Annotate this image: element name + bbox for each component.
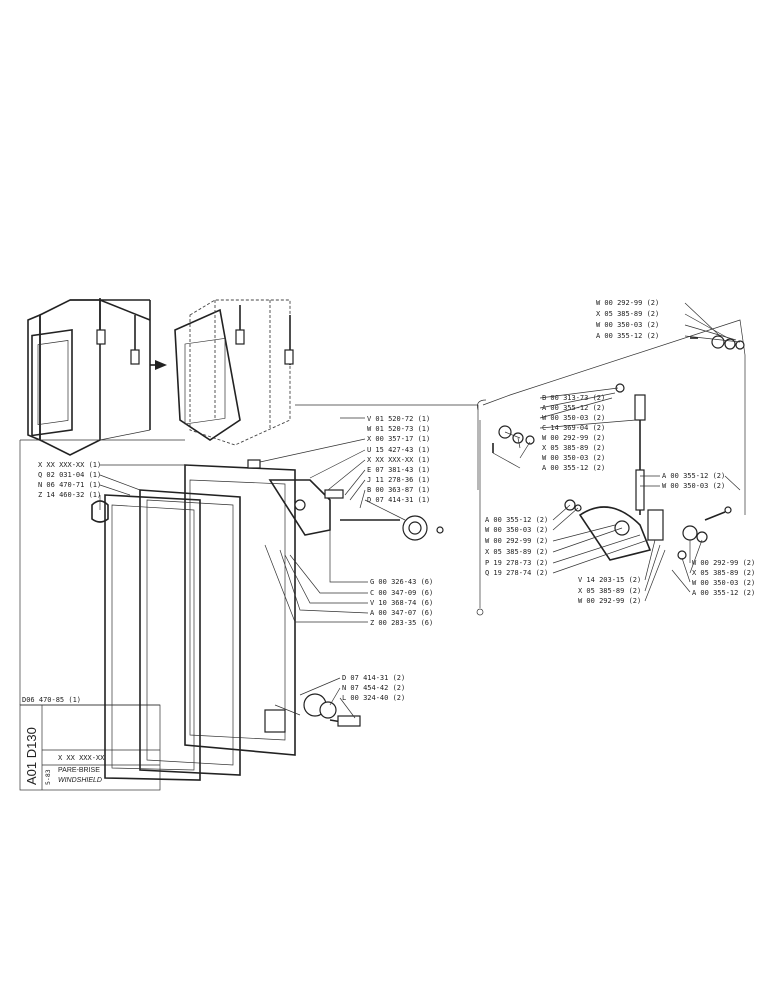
callouts-right-top: W 00 292-99 (2) X 05 385-89 (2) W 00 350… bbox=[596, 299, 659, 340]
callout-label: W 00 292-99 (2) bbox=[692, 559, 755, 567]
callout-label: W 00 350-03 (2) bbox=[485, 526, 548, 534]
callouts-right-mid: B 00 313-73 (2) A 00 355-12 (2) W 00 350… bbox=[542, 394, 605, 472]
callout-label: Q 02 031-04 (1) bbox=[38, 471, 101, 479]
callout-label: G 00 326-43 (6) bbox=[370, 578, 433, 586]
callout-label: C 14 369-04 (2) bbox=[542, 424, 605, 432]
callout-label: A 00 355-12 (2) bbox=[662, 472, 725, 480]
callout-label: D 07 414-31 (1) bbox=[367, 496, 430, 504]
callout-label: X 05 385-89 (2) bbox=[596, 310, 659, 318]
callout-label: X 05 385-89 (2) bbox=[542, 444, 605, 452]
callouts-right-lower-right: W 00 292-99 (2) X 05 385-89 (2) W 00 350… bbox=[692, 559, 755, 597]
callout-label: B 00 313-73 (2) bbox=[542, 394, 605, 402]
gas-strut bbox=[615, 383, 646, 515]
doc-number: D06 470-85 (1) bbox=[22, 696, 81, 704]
callout-label: A 00 355-12 (2) bbox=[542, 404, 605, 412]
group-code: A01 D130 bbox=[24, 727, 39, 785]
callout-label: U 15 427-43 (1) bbox=[367, 446, 430, 454]
callout-label: X 05 385-89 (2) bbox=[485, 548, 548, 556]
callout-label: X 05 385-89 (2) bbox=[578, 587, 641, 595]
callouts-right-bottom: V 14 203-15 (2) X 05 385-89 (2) W 00 292… bbox=[578, 576, 641, 605]
callout-label: W 00 350-03 (2) bbox=[542, 414, 605, 422]
callout-label: X 00 357-17 (1) bbox=[367, 435, 430, 443]
callout-label: D 07 414-31 (2) bbox=[342, 674, 405, 682]
title-en: WINDSHIELD bbox=[58, 777, 102, 784]
callout-label: V 01 520-72 (1) bbox=[367, 415, 430, 423]
upper-right-fittings bbox=[690, 335, 745, 350]
title-block: D06 470-85 (1) A01 D130 5-83 X XX XXX-XX… bbox=[22, 696, 105, 785]
callout-label: A 00 347-07 (6) bbox=[370, 609, 433, 617]
callout-label: X XX XXX-XX (1) bbox=[38, 461, 101, 469]
windshield-glass bbox=[104, 494, 201, 781]
callout-label: A 00 355-12 (2) bbox=[596, 332, 659, 340]
callout-label: N 06 470-71 (1) bbox=[38, 481, 101, 489]
callouts-center-top: V 01 520-72 (1) W 01 520-73 (1) X 00 357… bbox=[367, 415, 430, 504]
callout-label: E 07 381-43 (1) bbox=[367, 466, 430, 474]
callout-label: V 14 203-15 (2) bbox=[578, 576, 641, 584]
callout-label: W 00 350-03 (2) bbox=[662, 482, 725, 490]
callout-label: Z 00 283-35 (6) bbox=[370, 619, 433, 627]
callout-label: W 00 292-99 (2) bbox=[596, 299, 659, 307]
cab-illustration-after bbox=[174, 299, 294, 446]
latch-block bbox=[264, 704, 301, 733]
callout-label: N 07 454-42 (2) bbox=[342, 684, 405, 692]
cable bbox=[476, 319, 746, 616]
callout-label: L 00 324-40 (2) bbox=[342, 694, 405, 702]
latch-lower bbox=[303, 693, 361, 727]
callout-label: X 05 385-89 (2) bbox=[692, 569, 755, 577]
arrow-icon bbox=[150, 360, 167, 370]
title-fr: PARE-BRISE bbox=[58, 767, 100, 774]
left-fittings bbox=[492, 425, 535, 453]
revision: 5-83 bbox=[44, 769, 52, 785]
callout-label: P 19 278-73 (2) bbox=[485, 559, 548, 567]
callouts-lower: D 07 414-31 (2) N 07 454-42 (2) L 00 324… bbox=[342, 674, 405, 702]
callout-label: V 10 368-74 (6) bbox=[370, 599, 433, 607]
callout-label: J 11 278-36 (1) bbox=[367, 476, 430, 484]
callout-label: A 00 355-12 (2) bbox=[485, 516, 548, 524]
callout-label: W 01 520-73 (1) bbox=[367, 425, 430, 433]
callout-label: Q 19 278-74 (2) bbox=[485, 569, 548, 577]
callout-label: B 00 363-87 (1) bbox=[367, 486, 430, 494]
part-code: X XX XXX-XX bbox=[58, 754, 105, 762]
windshield-seal bbox=[139, 489, 241, 776]
gasket-profile bbox=[91, 500, 109, 523]
callouts-center-bottom: G 00 326-43 (6) C 00 347-09 (6) V 10 368… bbox=[370, 578, 433, 627]
callout-label: W 00 350-03 (2) bbox=[596, 321, 659, 329]
leader-lines bbox=[99, 302, 741, 719]
callouts-right-lower-left: A 00 355-12 (2) W 00 350-03 (2) W 00 292… bbox=[485, 516, 548, 577]
callout-label: W 00 350-03 (2) bbox=[692, 579, 755, 587]
callout-label: A 00 355-12 (2) bbox=[692, 589, 755, 597]
callout-label: X XX XXX-XX (1) bbox=[367, 456, 430, 464]
callout-label: W 00 350-03 (2) bbox=[542, 454, 605, 462]
callout-label: A 00 355-12 (2) bbox=[542, 464, 605, 472]
callout-label: C 00 347-09 (6) bbox=[370, 589, 433, 597]
callouts-right-side: A 00 355-12 (2) W 00 350-03 (2) bbox=[662, 472, 725, 490]
callouts-left: X XX XXX-XX (1) Q 02 031-04 (1) N 06 470… bbox=[38, 461, 101, 499]
callout-label: W 00 292-99 (2) bbox=[578, 597, 641, 605]
hinge-bracket bbox=[247, 459, 444, 541]
callout-label: Z 14 460-32 (1) bbox=[38, 491, 101, 499]
callout-label: W 00 292-99 (2) bbox=[485, 537, 548, 545]
callout-label: W 00 292-99 (2) bbox=[542, 434, 605, 442]
cab-illustration-before bbox=[27, 298, 151, 456]
